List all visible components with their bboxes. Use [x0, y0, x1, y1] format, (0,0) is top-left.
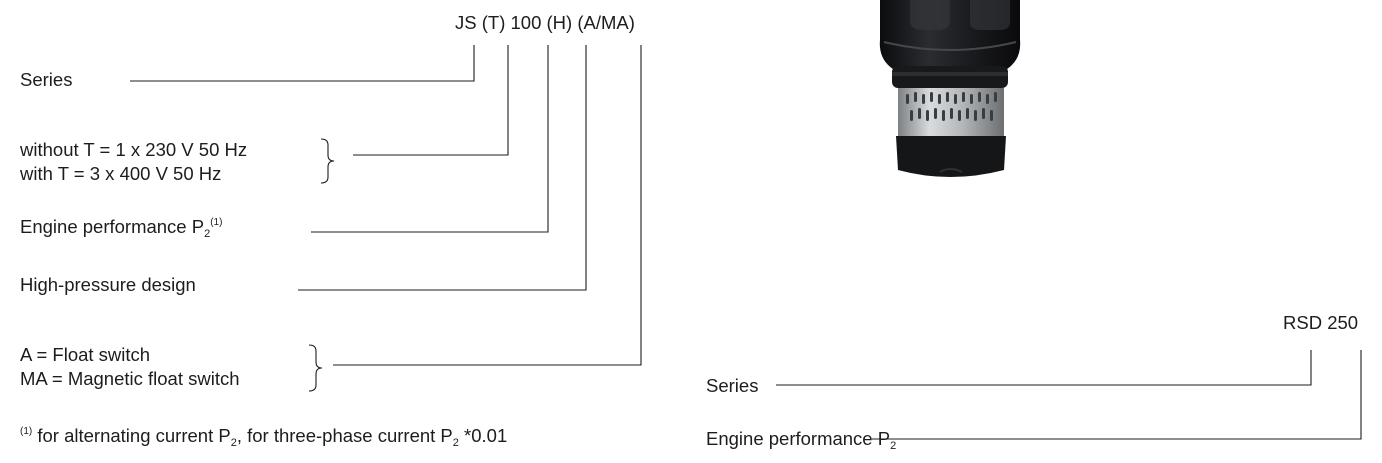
- line-series: [130, 45, 474, 81]
- line-voltage: [353, 45, 508, 155]
- line-rsd-series: [776, 350, 1311, 385]
- brace-voltage: [318, 137, 342, 185]
- submersible-pump-photo: [870, 0, 1030, 185]
- brace-switch: [306, 343, 330, 393]
- line-switch: [333, 45, 641, 365]
- line-engine: [311, 45, 548, 232]
- line-rsd-engine: [872, 350, 1361, 439]
